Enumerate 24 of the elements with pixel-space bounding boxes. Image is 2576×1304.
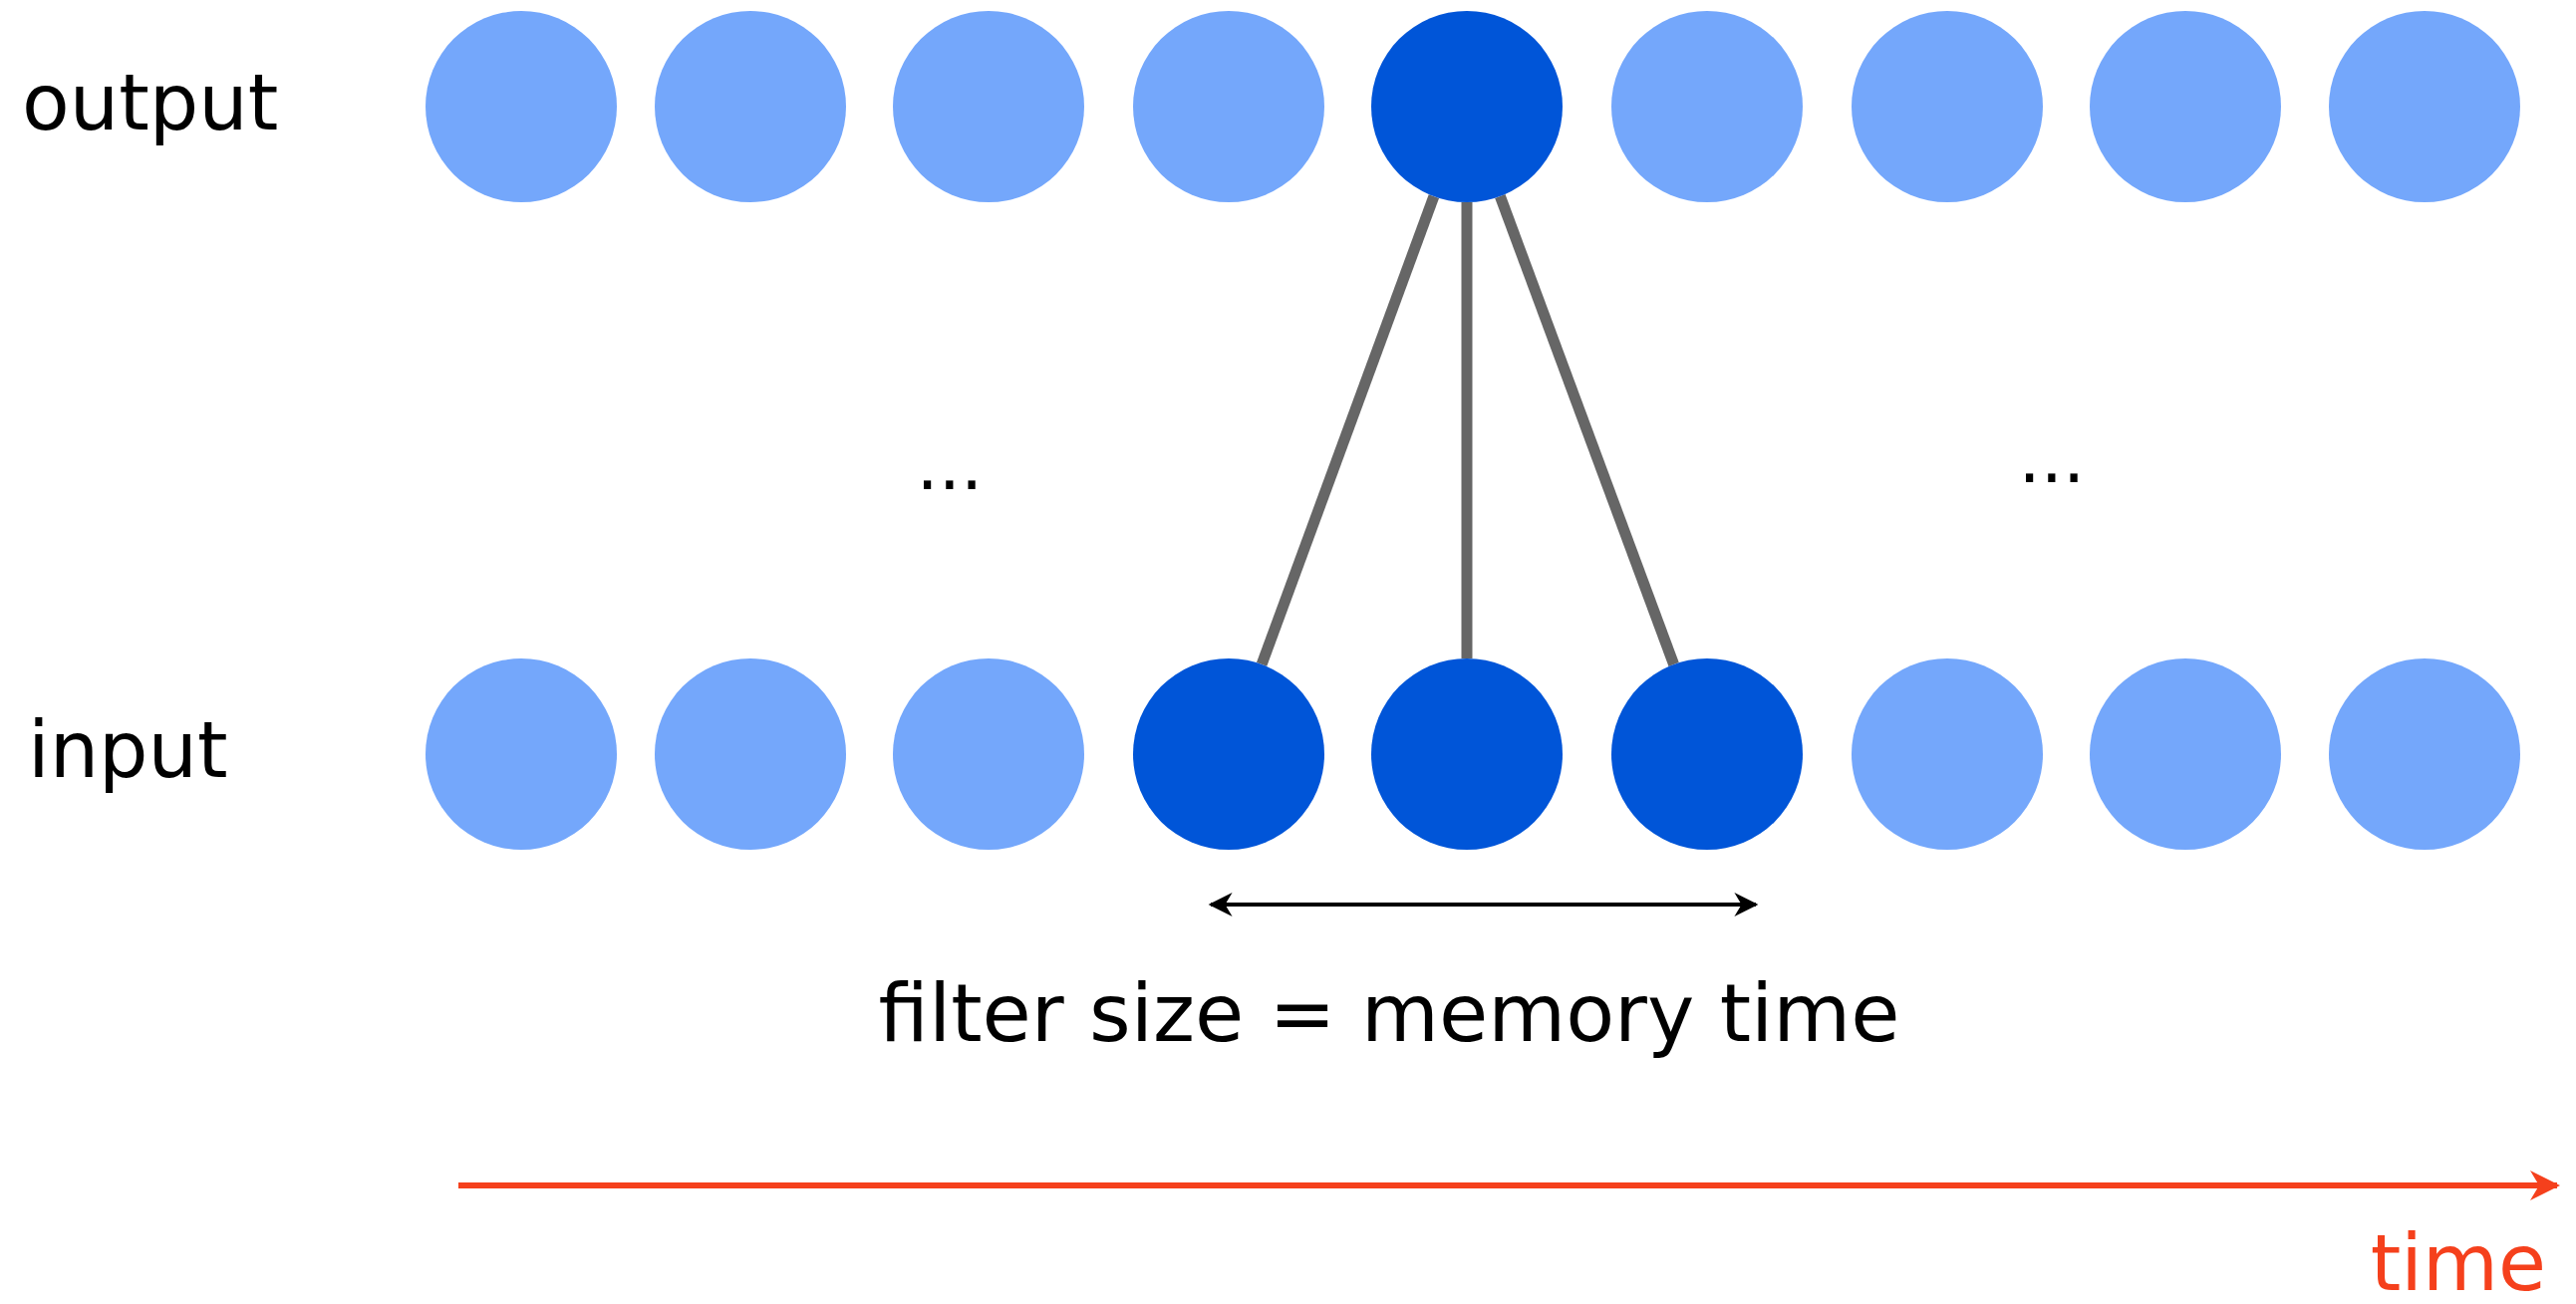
ellipsis: ... bbox=[2018, 422, 2086, 493]
node-circle bbox=[655, 658, 846, 850]
node-circle bbox=[1371, 11, 1563, 202]
connector-line bbox=[1461, 202, 1473, 658]
node-circle bbox=[2090, 658, 2281, 850]
node-circle bbox=[893, 658, 1084, 850]
node-circle bbox=[1133, 11, 1324, 202]
axis-label: time bbox=[2370, 1224, 2546, 1303]
node-circle bbox=[2329, 11, 2520, 202]
connector-line bbox=[1256, 194, 1440, 666]
node-circle bbox=[426, 658, 617, 850]
node-circle bbox=[2329, 658, 2520, 850]
node-circle bbox=[1371, 658, 1563, 850]
ellipsis: ... bbox=[916, 429, 984, 500]
node-circle bbox=[2090, 11, 2281, 202]
node-circle bbox=[426, 11, 617, 202]
node-circle bbox=[655, 11, 846, 202]
node-circle bbox=[1611, 658, 1803, 850]
node-circle bbox=[893, 11, 1084, 202]
connector-line bbox=[1495, 194, 1679, 666]
node-circle bbox=[1611, 11, 1803, 202]
node-circle bbox=[1852, 658, 2043, 850]
node-circle bbox=[1133, 658, 1324, 850]
node-circle bbox=[1852, 11, 2043, 202]
